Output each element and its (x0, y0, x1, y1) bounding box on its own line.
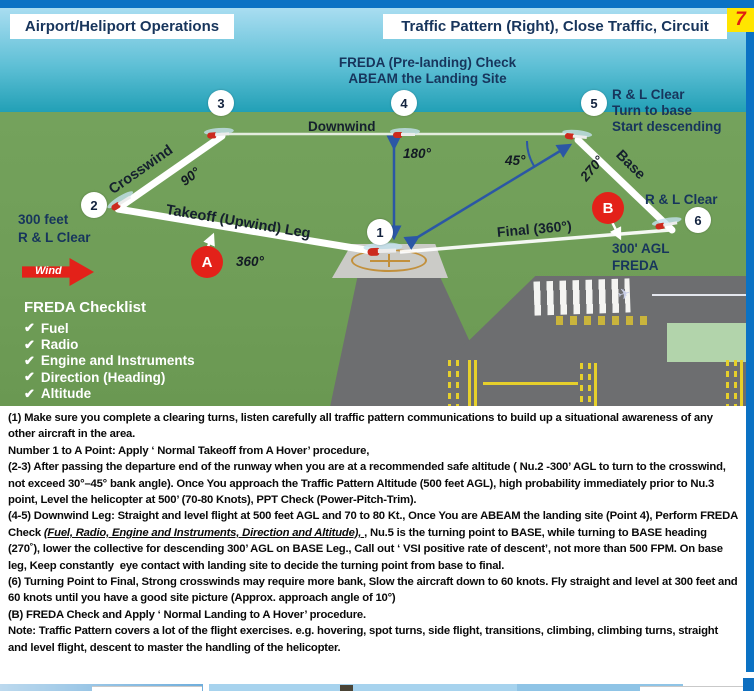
marker-a: A (191, 246, 223, 278)
taxi-line (740, 360, 743, 407)
taxi-line (594, 363, 597, 407)
helipad-marking (370, 260, 410, 262)
runway-chevron-markings (556, 316, 648, 325)
top-border (0, 0, 754, 8)
taxi-dashes (456, 360, 459, 407)
helipad-marking (388, 254, 390, 267)
wind-label: Wind (35, 265, 62, 277)
page-title-right: Traffic Pattern (Right), Close Traffic, … (383, 14, 727, 39)
waypoint-3: 3 (208, 90, 234, 116)
helicopter-icon (390, 126, 420, 140)
preview-bar (209, 684, 517, 691)
notes-text: (1) Make sure you complete a clearing tu… (0, 406, 746, 672)
taxi-dashes (588, 363, 591, 407)
note-paragraph: Number 1 to A Point: Apply ‘ Normal Take… (8, 444, 370, 457)
waypoint-2: 2 (81, 192, 107, 218)
angle-180: 180° (403, 146, 431, 161)
taxi-dashes (448, 360, 451, 407)
runway-centerline (652, 294, 746, 296)
helicopter-icon (561, 126, 593, 143)
point2-note: 300 feet R & L Clear (18, 212, 91, 245)
apron-patch (667, 323, 746, 362)
helicopter-icon (203, 125, 235, 141)
angle-45: 45° (505, 153, 526, 168)
check-icon: ✔ (24, 385, 35, 401)
freda-item: ✔ Altitude (24, 385, 92, 402)
taxi-line (468, 360, 471, 407)
marker-b: B (592, 192, 624, 224)
freda-item: ✔ Fuel (24, 320, 69, 336)
downwind-label: Downwind (308, 119, 376, 134)
note-paragraph: (2-3) After passing the departure end of… (8, 461, 729, 507)
next-slide-preview-strip (0, 672, 754, 691)
check-icon: ✔ (24, 336, 35, 352)
freda-prelanding-label: FREDA (Pre-landing) Check ABEAM the Land… (338, 55, 517, 86)
angle-360: 360° (236, 254, 264, 269)
preview-titlebox (640, 686, 743, 691)
note-paragraph: (B) FREDA Check and Apply ‘ Normal Landi… (8, 608, 366, 621)
check-icon: ✔ (24, 352, 35, 368)
taxi-dashes (734, 360, 737, 407)
taxi-dashes (580, 363, 583, 407)
note-paragraph: (4-5) Downwind Leg: Straight and level f… (8, 510, 741, 572)
preview-bar (517, 684, 683, 691)
check-icon: ✔ (24, 369, 35, 385)
point5-instructions: R & L Clear Turn to base Start descendin… (612, 87, 722, 134)
preview-titlebox (92, 686, 202, 691)
traffic-pattern-scene: ✈ (0, 8, 746, 407)
freda-checklist-title: FREDA Checklist (24, 299, 146, 316)
preview-mark (340, 685, 353, 691)
page-title-left: Airport/Heliport Operations (10, 14, 234, 39)
check-icon: ✔ (24, 320, 35, 336)
waypoint-1: 1 (367, 219, 393, 245)
freda-item: ✔ Engine and Instruments (24, 352, 195, 369)
preview-corner (743, 678, 754, 691)
right-border (746, 0, 754, 677)
waypoint-6: 6 (685, 207, 711, 233)
note-paragraph: (1) Make sure you complete a clearing tu… (8, 412, 716, 441)
note-paragraph: (6) Turning Point to Final, Strong cross… (8, 576, 741, 605)
freda-item: ✔ Direction (Heading) (24, 369, 166, 385)
taxi-dashes (726, 360, 729, 407)
pointB-note: 300' AGL FREDA (612, 241, 670, 273)
point6-clear-label: R & L Clear (645, 192, 718, 207)
freda-checklist: FREDA Checklist ✔ Fuel ✔ Radio ✔ Engine … (24, 299, 195, 402)
freda-item: ✔ Radio (24, 336, 79, 353)
waypoint-5: 5 (581, 90, 607, 116)
taxi-line-horizontal (483, 382, 578, 385)
waypoint-4: 4 (391, 90, 417, 116)
taxi-line (474, 360, 477, 407)
note-paragraph: Note: Traffic Pattern covers a lot of th… (8, 625, 721, 654)
slide-number-badge: 7 (727, 8, 754, 32)
